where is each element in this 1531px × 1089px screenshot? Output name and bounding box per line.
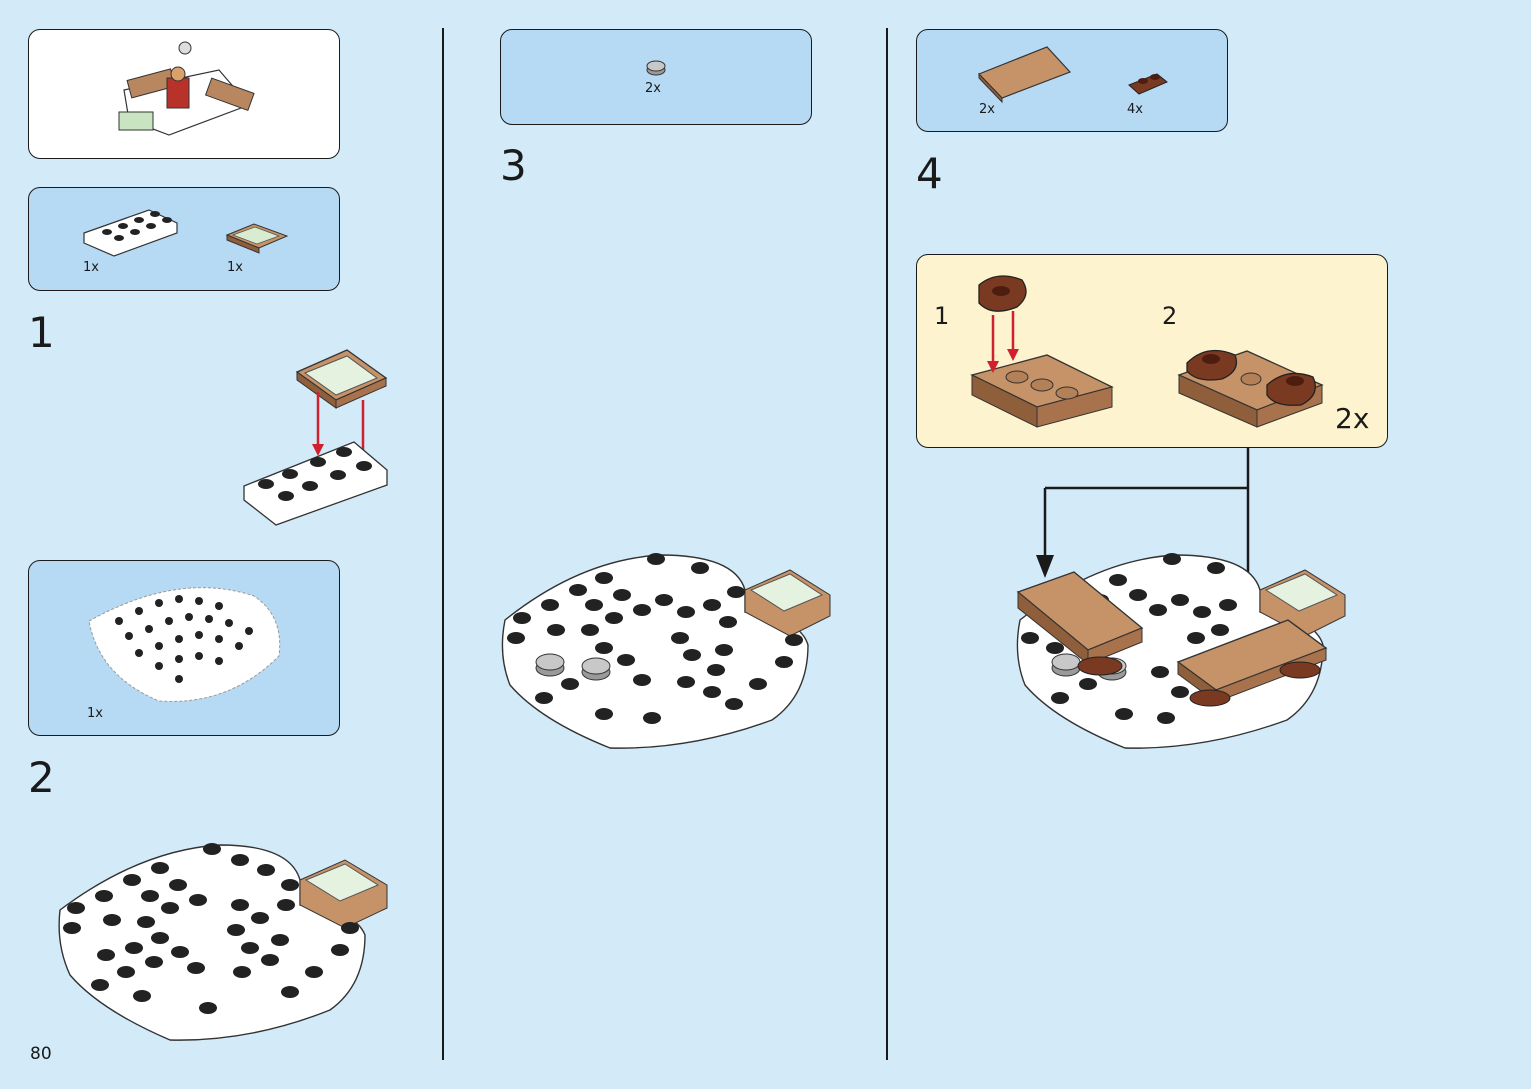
step-4-illustration <box>0 0 1531 1089</box>
